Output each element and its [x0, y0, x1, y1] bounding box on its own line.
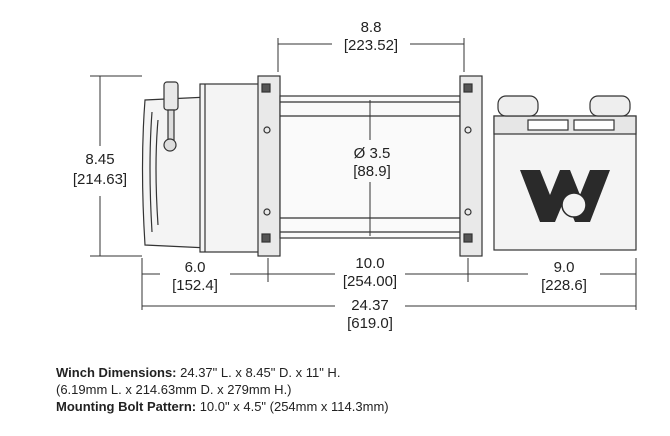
- motor-body: [199, 83, 263, 253]
- total-length-in: 24.37: [351, 297, 389, 314]
- motor-length-in: 6.0: [185, 259, 206, 276]
- dimension-labels: 8.8 [223.52] 8.45 [214.63] Ø 3.5 [88.9] …: [73, 19, 587, 332]
- winch-dimension-diagram: 8.8 [223.52] 8.45 [214.63] Ø 3.5 [88.9] …: [73, 19, 637, 332]
- winch-drawing: [141, 75, 637, 257]
- motor-endcap: [149, 111, 153, 233]
- metric-dimensions: (6.19mm L. x 214.63mm D. x 279mm H.): [56, 382, 292, 397]
- motor-length-mm: [152.4]: [172, 277, 218, 294]
- height-in: 8.45: [85, 151, 114, 168]
- motor-housing: [141, 96, 209, 249]
- drum-diameter-in: Ø 3.5: [354, 145, 391, 162]
- total-length-mm: [619.0]: [347, 315, 393, 332]
- height-mm: [214.63]: [73, 171, 127, 188]
- winch-dimensions-value: 24.37" L. x 8.45" D. x 11" H.: [176, 365, 341, 380]
- control-length-mm: [228.6]: [541, 277, 587, 294]
- winch-dimensions-label: Winch Dimensions:: [56, 365, 177, 380]
- bolt-pattern-value: 10.0" x 4.5" (254mm x 114.3mm): [196, 399, 389, 414]
- caption-line-2: (6.19mm L. x 214.63mm D. x 279mm H.): [56, 381, 292, 398]
- drum-diameter-mm: [88.9]: [353, 163, 391, 180]
- caption-line-3: Mounting Bolt Pattern: 10.0" x 4.5" (254…: [56, 398, 389, 415]
- right-end-plate: [459, 75, 483, 257]
- drum-width-mm: [223.52]: [344, 37, 398, 54]
- bolt-spacing-in: 10.0: [355, 255, 384, 272]
- bolt-spacing-mm: [254.00]: [343, 273, 397, 290]
- left-end-plate: [257, 75, 281, 257]
- control-length-in: 9.0: [554, 259, 575, 276]
- bolt-pattern-label: Mounting Bolt Pattern:: [56, 399, 197, 414]
- logo-w-icon: [520, 170, 610, 222]
- drum-width-in: 8.8: [361, 19, 382, 36]
- clutch-lever-icon: [163, 81, 179, 111]
- dimension-lines: [90, 38, 637, 310]
- caption-line-1: Winch Dimensions: 24.37" L. x 8.45" D. x…: [56, 364, 340, 381]
